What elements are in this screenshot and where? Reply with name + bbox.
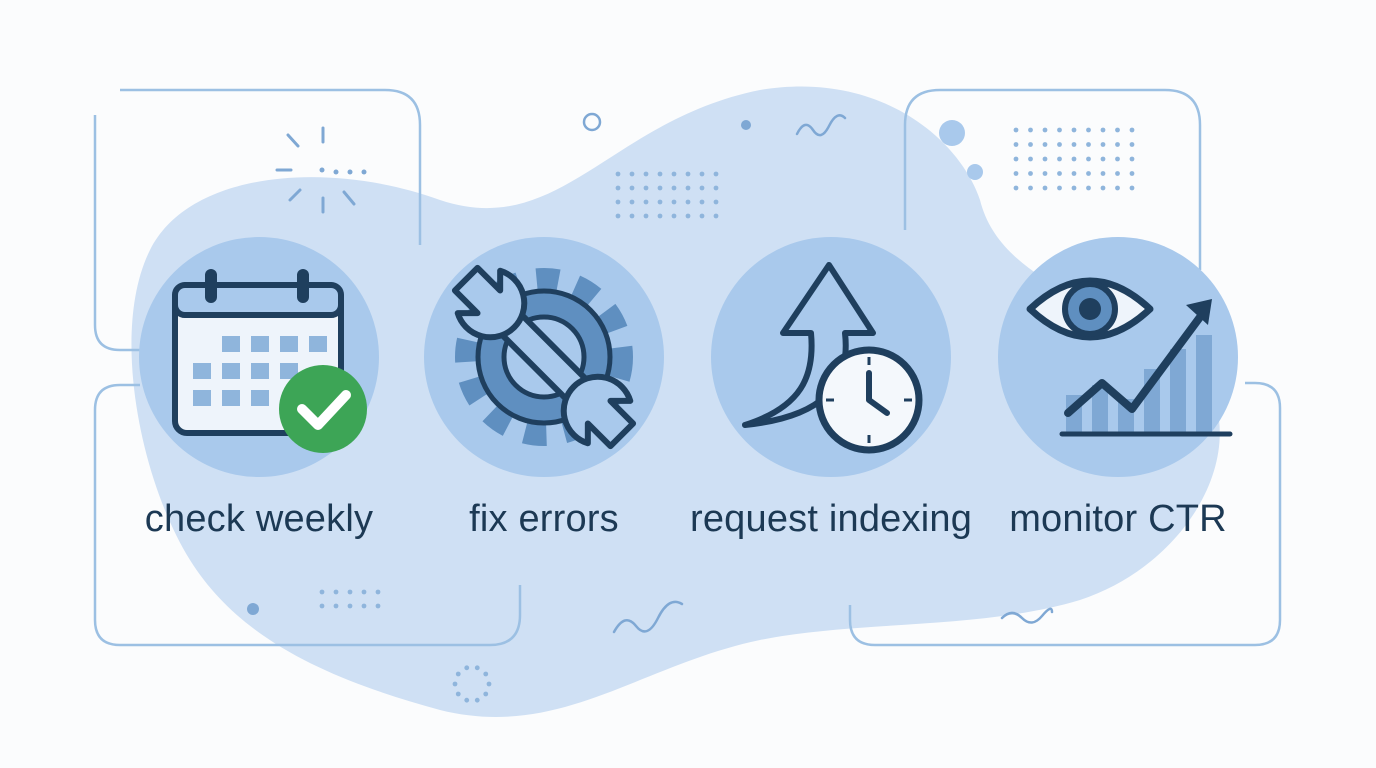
dot-grid-center (615, 171, 719, 219)
step-label: request indexing (689, 498, 973, 540)
eye-chart-icon (1026, 277, 1233, 437)
step-icon-circle (711, 237, 951, 477)
small-rings (582, 112, 602, 132)
dot-grid-right (1013, 127, 1135, 191)
frame-top-right (903, 88, 1202, 270)
floating-bubbles (939, 120, 983, 180)
frame-bottom-right (848, 381, 1282, 647)
step-label: check weekly (144, 498, 374, 540)
gear-wrench-icon (451, 264, 637, 450)
step-label: fix errors (469, 498, 619, 540)
step-label: monitor CTR (1009, 498, 1227, 540)
background-blob (131, 86, 1220, 717)
sparkle-burst (275, 126, 356, 214)
accent-dots (247, 120, 751, 615)
step-icon-circle (998, 237, 1238, 477)
dotted-ring (452, 665, 492, 703)
dot-row-bottom (319, 589, 381, 609)
step-icon-circle (139, 237, 379, 477)
frame-top-left (93, 88, 422, 352)
frame-bottom-left (93, 383, 522, 647)
outline-frames (93, 88, 1282, 647)
arrow-clock-icon (742, 262, 923, 454)
squiggle-lines (612, 114, 1054, 634)
calendar-check-icon (172, 269, 367, 453)
dot-trail (319, 167, 367, 175)
step-icon-circle (424, 237, 664, 477)
